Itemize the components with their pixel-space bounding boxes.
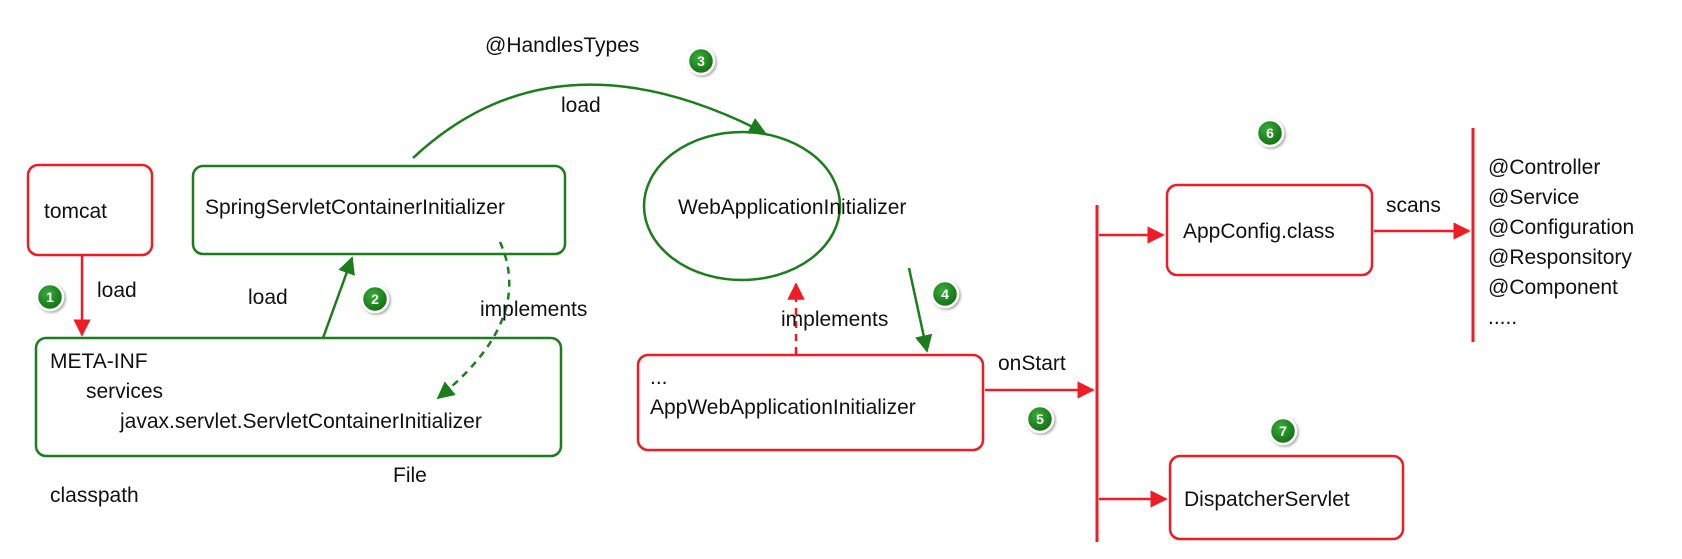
step-badge-7-number: 7 [1279, 423, 1287, 439]
web-app-to-app-web-arrow [907, 267, 933, 353]
step-badge-7: 7 [1268, 416, 1298, 446]
spring-initializer-label: SpringServletContainerInitializer [205, 196, 505, 219]
app-web-initializer-label: AppWebApplicationInitializer [650, 396, 916, 419]
tomcat-box [26, 163, 154, 257]
dispatcher-servlet-label: DispatcherServlet [1184, 488, 1350, 511]
implements-label-1: implements [480, 298, 587, 321]
dispatcher-servlet-box [1168, 454, 1405, 541]
step-badge-4-number: 4 [941, 286, 949, 302]
annotation-item: @Service [1488, 186, 1579, 209]
spring-initializer-box [191, 164, 567, 256]
step-badge-1-number: 1 [46, 289, 54, 305]
file-label: File [393, 464, 427, 487]
load-label-2: load [248, 286, 288, 309]
step-badge-1: 1 [35, 282, 65, 312]
services-label: services [86, 380, 163, 403]
scans-label: scans [1386, 194, 1441, 217]
step-badge-6-number: 6 [1266, 125, 1274, 141]
meta-inf-box [34, 336, 563, 458]
step-badge-4: 4 [930, 279, 960, 309]
web-application-initializer-label: WebApplicationInitializer [678, 196, 906, 219]
implements-label-2: implements [781, 308, 888, 331]
annotation-item: ..... [1488, 306, 1517, 329]
handles-types-load-arrow [412, 83, 767, 159]
tomcat-label: tomcat [44, 200, 107, 223]
step-badge-2: 2 [360, 284, 390, 314]
web-application-initializer-ellipse [642, 130, 842, 282]
step-badge-3-number: 3 [697, 53, 705, 69]
annotation-item: @Controller [1488, 156, 1600, 179]
step-badge-2-number: 2 [371, 291, 379, 307]
load-label-1: load [97, 279, 137, 302]
step-badge-5-number: 5 [1036, 411, 1044, 427]
app-web-initializer-ellipsis: ... [650, 366, 668, 389]
app-web-initializer-box [636, 353, 985, 452]
file-load-arrow [321, 256, 355, 339]
step-badge-5: 5 [1025, 404, 1055, 434]
handles-types-label: @HandlesTypes [485, 34, 639, 57]
on-start-label: onStart [998, 352, 1066, 375]
classpath-label: classpath [50, 484, 139, 507]
step-badge-3: 3 [686, 46, 716, 76]
spring-implements-arrow [436, 241, 511, 400]
meta-inf-label: META-INF [50, 350, 148, 373]
app-config-box [1165, 183, 1374, 277]
annotation-item: @Configuration [1488, 216, 1634, 239]
annotation-item: @Component [1488, 276, 1618, 299]
servlet-container-initializer-label: javax.servlet.ServletContainerInitialize… [119, 410, 482, 433]
annotation-item: @Responsitory [1488, 246, 1632, 269]
step-badge-6: 6 [1255, 118, 1285, 148]
load-label-3: load [561, 94, 601, 117]
app-config-label: AppConfig.class [1183, 220, 1335, 243]
